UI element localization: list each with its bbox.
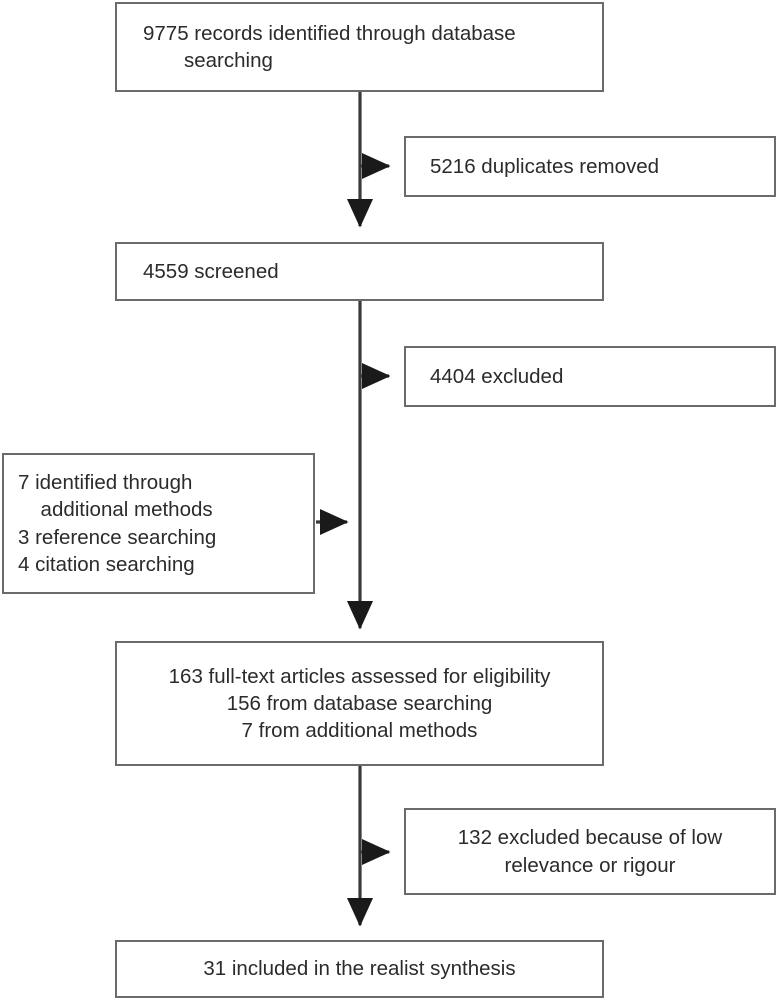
node-records-identified: 9775 records identified through database… xyxy=(115,2,604,92)
node-full-text-assessed-line-3: 7 from additional methods xyxy=(241,719,478,743)
node-excluded-low-relevance: 132 excluded because of low relevance or… xyxy=(404,808,776,895)
node-duplicates-removed-line-1: 5216 duplicates removed xyxy=(430,154,660,178)
node-excluded-screening: 4404 excluded xyxy=(404,346,776,407)
node-full-text-assessed: 163 full-text articles assessed for elig… xyxy=(115,641,604,766)
node-full-text-assessed-line-1: 163 full-text articles assessed for elig… xyxy=(168,664,551,688)
node-full-text-assessed-line-2: 156 from database searching xyxy=(226,691,493,715)
node-excluded-screening-line-1: 4404 excluded xyxy=(430,364,564,388)
node-duplicates-removed: 5216 duplicates removed xyxy=(404,136,776,197)
node-additional-methods-line-3: 3 reference searching xyxy=(18,525,217,549)
node-additional-methods-line-2: additional methods xyxy=(40,498,213,522)
node-records-identified-line-2: searching xyxy=(184,49,273,72)
node-screened-line-1: 4559 screened xyxy=(143,259,279,283)
node-screened: 4559 screened xyxy=(115,242,604,301)
node-additional-methods-line-1: 7 identified through xyxy=(18,471,193,494)
node-additional-methods-line-4: 4 citation searching xyxy=(18,552,195,576)
node-excluded-low-relevance-line-2: relevance or rigour xyxy=(504,853,676,877)
node-additional-methods: 7 identified through additional methods … xyxy=(2,453,315,594)
node-records-identified-line-1: 9775 records identified through database xyxy=(143,21,516,45)
node-included-synthesis: 31 included in the realist synthesis xyxy=(115,940,604,998)
node-included-synthesis-line-1: 31 included in the realist synthesis xyxy=(203,957,516,981)
node-excluded-low-relevance-line-1: 132 excluded because of low xyxy=(457,826,723,850)
